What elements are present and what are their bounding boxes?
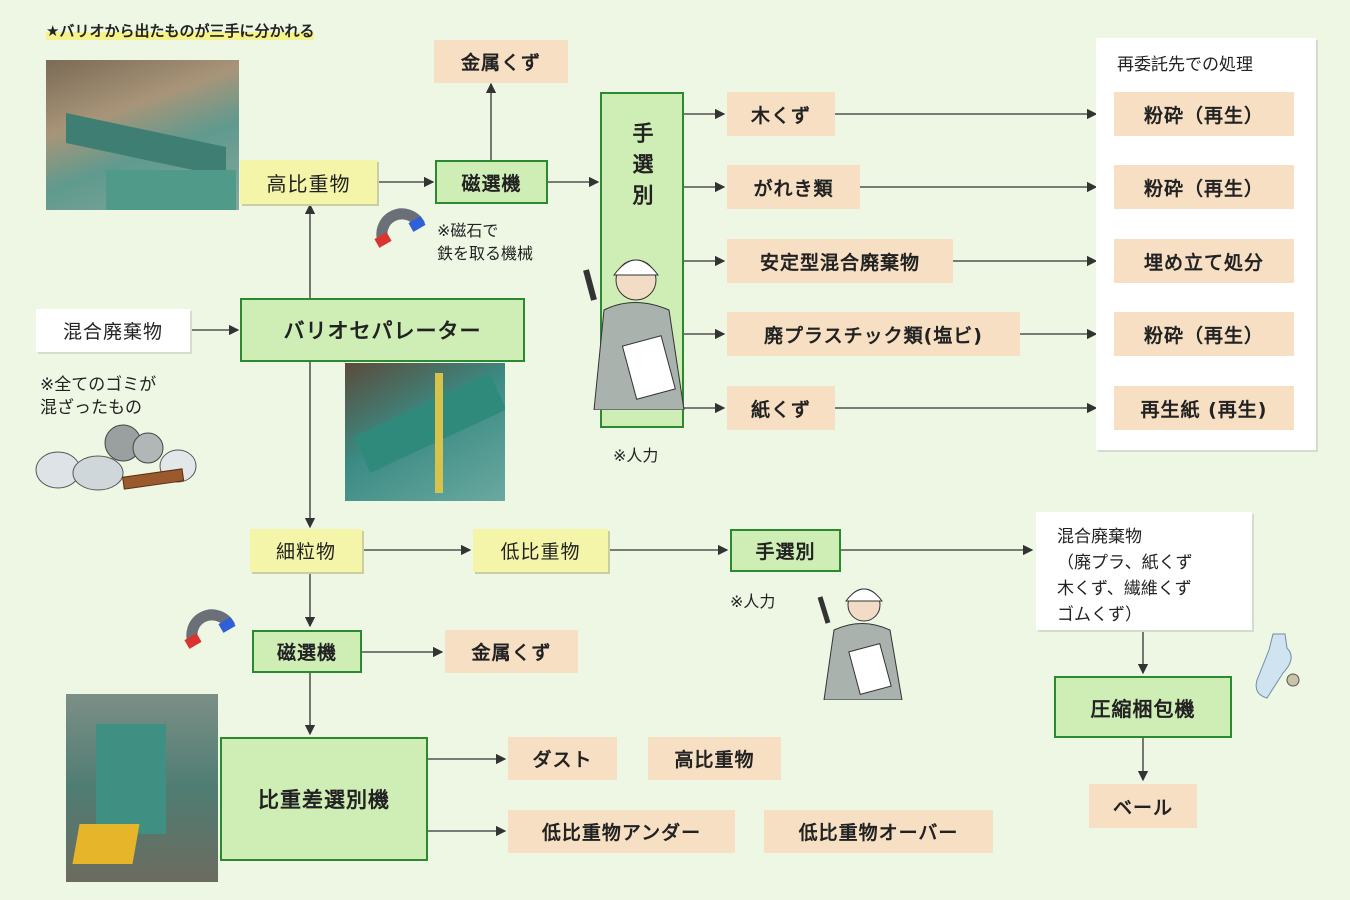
mixed-waste-line1: （廃プラ、紙くず <box>1057 553 1193 573</box>
compression-baler-box: 圧縮梱包機 <box>1054 676 1232 738</box>
plastic-bottle-icon <box>1255 633 1300 699</box>
result-rubble: 粉砕（再生） <box>1114 165 1294 209</box>
gravity-sorter-photo <box>66 694 218 882</box>
item-wood: 木くず <box>727 92 835 136</box>
bale-box: ベール <box>1089 784 1197 828</box>
magnet-icon <box>374 208 426 248</box>
output-heavy: 高比重物 <box>648 737 781 780</box>
garbage-pile-illustration <box>35 424 197 491</box>
item-stable-mixed-waste: 安定型混合廃棄物 <box>727 239 953 283</box>
magnet-icon-bottom <box>184 609 236 649</box>
contractor-title: 再委託先での処理 <box>1117 55 1253 75</box>
mixed-waste-line2: 木くず、繊維くず <box>1057 579 1192 599</box>
separator-photo <box>345 363 505 501</box>
hand-sort-top-note: ※人力 <box>613 446 659 465</box>
conveyor-photo <box>46 60 239 210</box>
mixed-waste-line3: ゴムくず） <box>1057 605 1142 625</box>
result-wood: 粉砕（再生） <box>1114 92 1294 136</box>
magnet-note-line1: ※磁石で <box>437 221 499 240</box>
mixed-waste-title: 混合廃棄物 <box>1057 527 1142 547</box>
output-light-over: 低比重物オーバー <box>764 810 993 853</box>
magnetic-separator-bottom: 磁選機 <box>252 630 362 673</box>
gravity-sorter-box: 比重差選別機 <box>220 737 428 861</box>
metal-scrap-bottom: 金属くず <box>445 630 578 673</box>
magnet-note-line2: 鉄を取る機械 <box>437 244 534 263</box>
worker-illustration-middle <box>817 588 903 700</box>
worker-illustration-top <box>583 259 685 410</box>
item-paper: 紙くず <box>727 386 835 430</box>
input-note-line2: 混ざったもの <box>40 398 142 418</box>
mixed-waste-panel <box>1036 512 1252 630</box>
result-landfill: 埋め立て処分 <box>1114 239 1294 283</box>
result-recycled-paper: 再生紙 (再生) <box>1114 386 1294 430</box>
hand-sort-middle-note: ※人力 <box>730 592 776 611</box>
light-fraction-box: 低比重物 <box>473 529 608 572</box>
vario-separator-box: バリオセパレーター <box>240 298 525 362</box>
metal-scrap-top: 金属くず <box>434 40 568 83</box>
input-note-line1: ※全てのゴミが <box>40 375 157 395</box>
output-light-under: 低比重物アンダー <box>508 810 735 853</box>
item-waste-plastics: 廃プラスチック類(塩ビ) <box>727 312 1020 356</box>
magnetic-separator-top: 磁選機 <box>435 160 548 204</box>
heavy-fraction-box: 高比重物 <box>240 160 377 204</box>
output-dust: ダスト <box>508 737 617 780</box>
hand-sorting-top-label: 手選別 <box>630 122 654 215</box>
input-mixed-waste: 混合廃棄物 <box>36 309 190 352</box>
result-plastics: 粉砕（再生） <box>1114 312 1294 356</box>
diagram-header-note: ★バリオから出たものが三手に分かれる <box>46 22 315 40</box>
item-rubble: がれき類 <box>727 165 860 209</box>
fine-particles-box: 細粒物 <box>250 529 362 572</box>
hand-sorting-middle: 手選別 <box>730 529 841 572</box>
